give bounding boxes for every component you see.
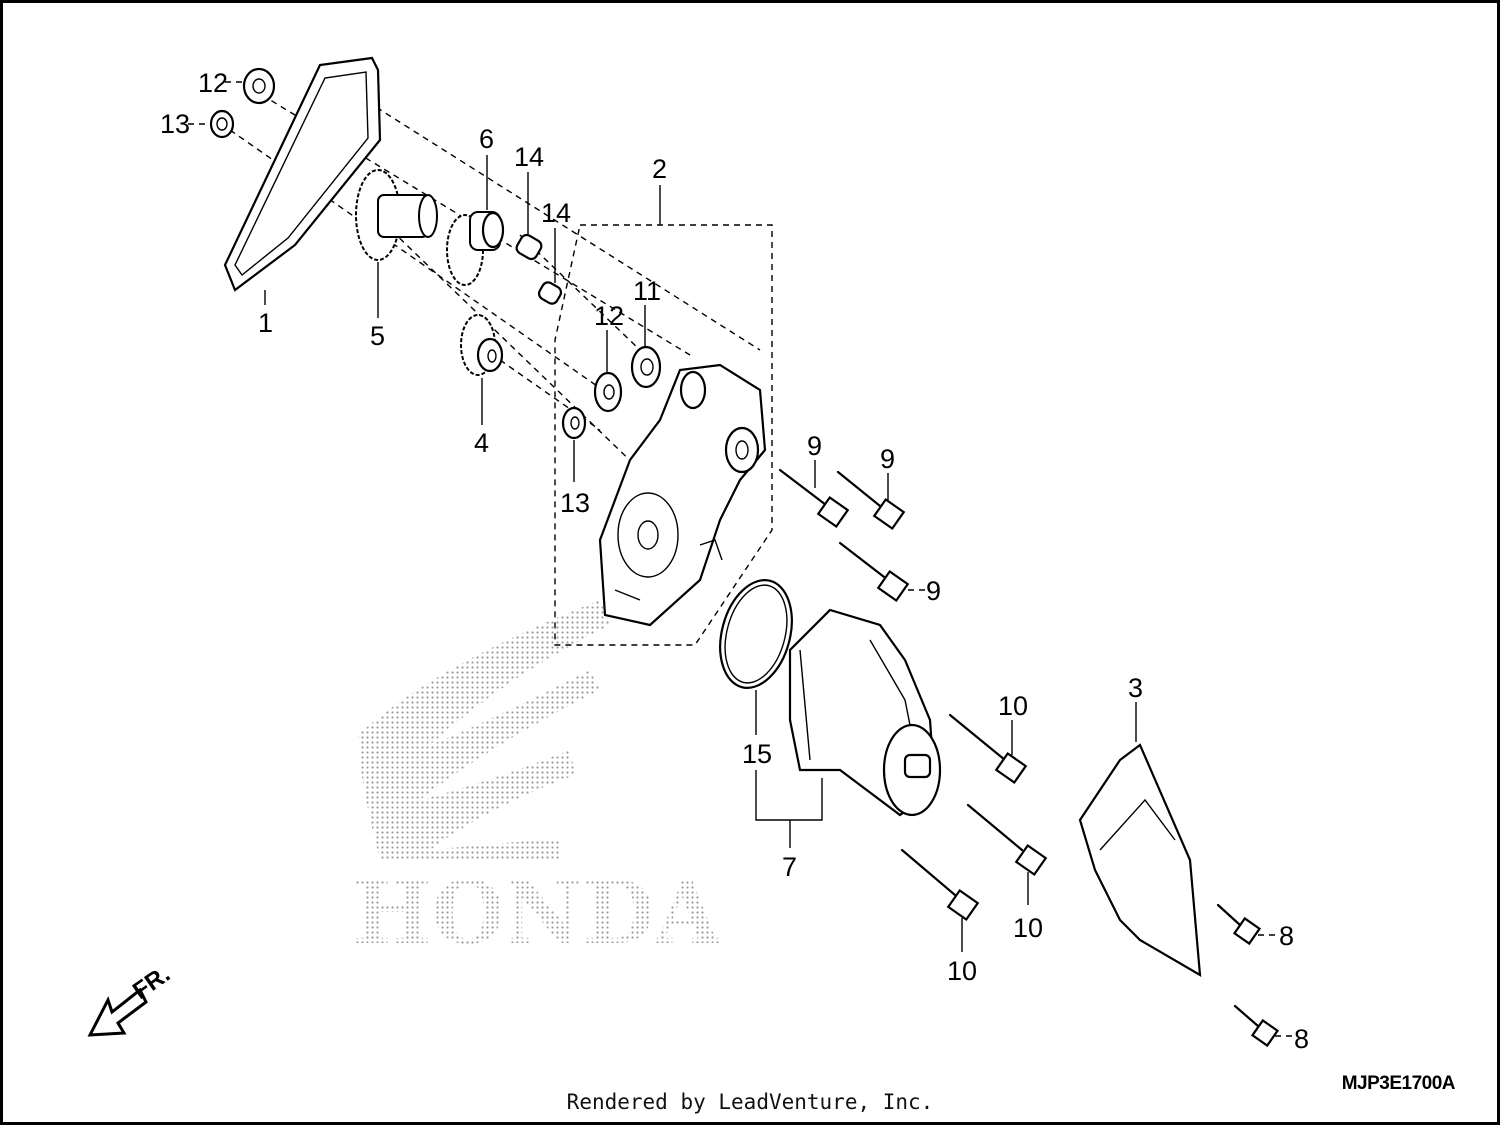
part-washer-12-right — [593, 371, 623, 413]
callout-14-lower: 14 — [541, 198, 571, 228]
callout-3: 3 — [1128, 673, 1143, 703]
callout-14-upper: 14 — [514, 142, 544, 172]
callout-4: 4 — [474, 428, 489, 458]
part-gear-6 — [446, 211, 505, 286]
callout-13-left: 13 — [160, 109, 190, 139]
part-motor-cover-3 — [1078, 743, 1202, 978]
part-dowel-14-upper — [515, 233, 543, 261]
callout-9-a: 9 — [807, 431, 822, 461]
part-washer-13-left — [209, 109, 235, 139]
honda-wing-mark — [358, 600, 610, 860]
part-gasket-inner — [234, 71, 369, 277]
callout-10-b: 10 — [1013, 913, 1043, 943]
part-washer-11 — [630, 345, 662, 389]
callout-13-right: 13 — [560, 488, 590, 518]
part-gearbox-housing — [598, 363, 767, 627]
callout-8-b: 8 — [1294, 1024, 1309, 1054]
part-shift-motor-7 — [788, 608, 942, 817]
callout-2: 2 — [652, 154, 667, 184]
front-direction-indicator: FR. — [87, 961, 175, 1037]
part-washer-12-left — [242, 67, 276, 105]
callout-10-a: 10 — [998, 691, 1028, 721]
part-bolt-10-a — [948, 713, 1028, 785]
footer-credit: Rendered by LeadVenture, Inc. — [566, 1090, 934, 1114]
front-arrow-icon — [87, 987, 148, 1037]
callout-leaders — [188, 81, 1295, 1037]
callout-10-c: 10 — [947, 956, 977, 986]
callout-12-left: 12 — [198, 68, 228, 98]
callout-12-right: 12 — [594, 301, 624, 331]
callout-9-c: 9 — [926, 576, 941, 606]
part-washer-13-right — [561, 406, 587, 440]
callout-11: 11 — [633, 276, 661, 306]
callout-labels: 12 13 1 5 6 14 14 2 12 11 4 13 9 9 9 15 … — [160, 68, 1309, 1054]
part-gear-5 — [355, 169, 438, 261]
part-bolt-10-c — [900, 848, 980, 922]
honda-logo-watermark: HONDA — [352, 600, 721, 964]
part-gear-4 — [460, 314, 504, 376]
part-bolt-9-c — [838, 541, 910, 603]
part-o-ring-15 — [719, 579, 793, 689]
honda-wordmark: HONDA — [352, 863, 721, 964]
part-dowel-14-lower — [537, 281, 563, 305]
callout-5: 5 — [370, 321, 385, 351]
part-bolt-9-a — [778, 468, 850, 529]
callout-15: 15 — [742, 739, 772, 769]
callout-6: 6 — [479, 124, 494, 154]
drawing-code: MJP3E1700A — [1341, 1073, 1456, 1094]
part-gasket — [223, 56, 382, 292]
assembly-bracket-2 — [554, 224, 773, 646]
callout-7: 7 — [782, 852, 797, 882]
part-bolt-8-a — [1216, 903, 1262, 946]
callout-8-a: 8 — [1279, 921, 1294, 951]
part-bolt-10-b — [966, 803, 1048, 877]
part-bolt-8-b — [1233, 1004, 1280, 1048]
callout-9-b: 9 — [880, 444, 895, 474]
callout-1: 1 — [258, 308, 273, 338]
part-bolt-9-b — [836, 470, 906, 531]
